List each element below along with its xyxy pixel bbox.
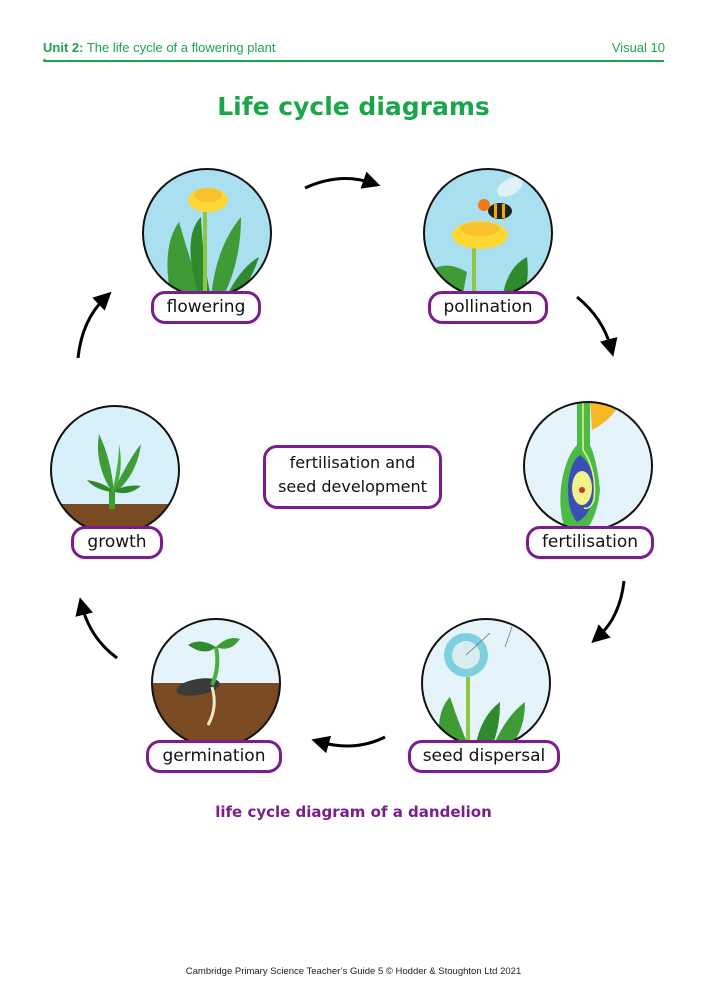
stage-seed-dispersal: seed dispersal: [408, 617, 560, 777]
arrow-germination-to-growth: [75, 597, 118, 660]
stage-label-pollination: pollination: [428, 291, 548, 324]
visual-number: Visual 10: [611, 40, 665, 55]
center-label-fertilisation-seed-development: fertilisation and seed development: [263, 445, 442, 509]
young-plant-icon: [50, 405, 180, 535]
page-title: Life cycle diagrams: [217, 92, 490, 121]
arrow-seed-dispersal-to-germination: [311, 735, 386, 754]
diagram-caption: life cycle diagram of a dandelion: [215, 803, 492, 821]
stage-pollination: pollination: [422, 167, 554, 327]
unit-label: Unit 2:: [43, 40, 84, 55]
stage-label-germination: germination: [146, 740, 282, 773]
arrow-flowering-to-pollination: [304, 171, 381, 190]
dandelion-seed-head-icon: [421, 618, 551, 748]
arrow-growth-to-flowering: [76, 291, 112, 359]
dandelion-flower-icon: [142, 168, 272, 298]
stage-flowering: flowering: [141, 167, 273, 327]
sprouting-seed-icon: [151, 618, 281, 748]
stage-label-fertilisation: fertilisation: [526, 526, 654, 559]
stage-fertilisation: fertilisation: [522, 400, 654, 560]
stage-label-growth: growth: [71, 526, 163, 559]
bee-on-flower-icon: [423, 168, 553, 298]
unit-heading: Unit 2: The life cycle of a flowering pl…: [43, 40, 275, 55]
stage-label-seed-dispersal: seed dispersal: [408, 740, 560, 773]
center-label-line1: fertilisation and: [289, 453, 416, 472]
arrow-fertilisation-to-seed-dispersal: [591, 580, 626, 644]
stage-germination: germination: [146, 617, 282, 777]
stage-label-flowering: flowering: [151, 291, 261, 324]
center-label-line2: seed development: [278, 477, 427, 496]
stage-growth: growth: [49, 404, 181, 564]
unit-title: The life cycle of a flowering plant: [86, 40, 276, 55]
arrow-pollination-to-fertilisation: [576, 295, 618, 357]
footer-copyright: Cambridge Primary Science Teacher’s Guid…: [185, 966, 522, 977]
ovule-cross-section-icon: [523, 401, 653, 531]
header-rule: [44, 60, 664, 62]
